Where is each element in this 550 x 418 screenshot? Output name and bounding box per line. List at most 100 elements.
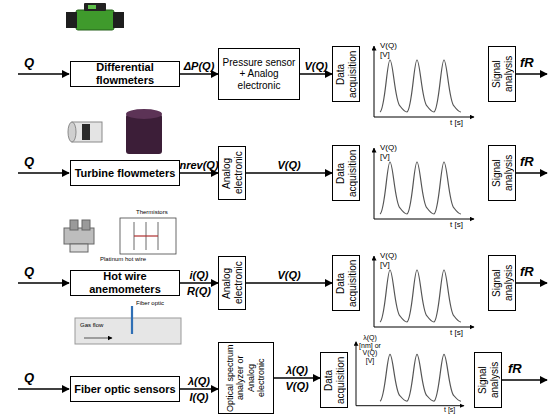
node-text: Analog electronic xyxy=(221,148,244,198)
output-arrows xyxy=(502,74,547,380)
signal-arrow xyxy=(180,73,218,75)
fiber-sketch xyxy=(75,306,181,344)
fiber-line xyxy=(131,306,133,334)
frequency-symbol: fR xyxy=(508,362,532,376)
axis-label: V(Q) [V] xyxy=(380,42,408,60)
signal-label: λ(Q) I(Q) xyxy=(183,373,215,405)
node-text: Turbine flowmeters xyxy=(75,167,176,180)
node-text: Differential flowmeters xyxy=(73,61,177,86)
part-name: Fiber optic xyxy=(136,300,180,307)
sensor-box: Differential flowmeters xyxy=(70,61,180,87)
axis-label: t [s] xyxy=(450,329,474,338)
acquisition-box: Data acquisition xyxy=(332,255,360,311)
plot-axis xyxy=(374,148,375,219)
input-arrow xyxy=(18,388,69,390)
axis-label: V(Q) [V] xyxy=(380,144,408,162)
wire-lines xyxy=(134,222,158,250)
node-text: Analog electronic xyxy=(221,258,244,308)
frequency-symbol: fR xyxy=(520,56,544,70)
part-name: Thermistors xyxy=(136,209,182,216)
signal-label: ΔP(Q) xyxy=(184,59,215,73)
node-text: Data acquisition xyxy=(335,48,358,100)
input-arrow xyxy=(18,73,69,75)
part-name: Gas flow xyxy=(80,322,116,329)
gas-pipe xyxy=(75,318,181,344)
node-text: Hot wire anemometers xyxy=(73,270,177,295)
anemometer-sketch xyxy=(64,218,176,254)
node-text: Signal analysis xyxy=(477,354,500,406)
signal-label: λ(Q) V(Q) xyxy=(281,362,313,394)
frequency-symbol: fR xyxy=(520,155,544,169)
signal-curve xyxy=(380,60,461,112)
node-text: Data acquisition xyxy=(323,354,346,406)
sensor-box: Turbine flowmeters xyxy=(70,160,180,186)
node-text: Signal analysis xyxy=(491,147,514,199)
plot-axis xyxy=(374,219,474,220)
probe-base xyxy=(70,244,88,252)
sensor-box: Hot wire anemometers xyxy=(70,270,180,296)
axis-label: t [s] xyxy=(444,406,468,414)
input-arrow xyxy=(18,172,69,174)
analysis-box: Signal analysis xyxy=(488,255,516,311)
signal-label: i(Q) R(Q) xyxy=(183,267,215,299)
frequency-symbol: fR xyxy=(520,265,544,279)
output-arrow xyxy=(516,73,547,75)
acquisition-box: Data acquisition xyxy=(320,352,348,408)
signal-arrow xyxy=(300,73,332,75)
meter-head xyxy=(84,3,106,11)
meter-port xyxy=(66,12,77,28)
acquisition-box: Data acquisition xyxy=(332,145,360,201)
probe-pin xyxy=(70,220,78,230)
signal-arrow xyxy=(246,282,332,284)
analysis-box: Signal analysis xyxy=(488,46,516,102)
signal-label: V(Q) xyxy=(277,268,300,282)
meter-led xyxy=(88,5,96,9)
signal-arrow xyxy=(180,388,218,390)
input-arrows xyxy=(18,74,69,389)
axis-label: V(Q) [V] xyxy=(380,252,408,270)
axis-label: t [s] xyxy=(450,119,474,128)
plot-axis xyxy=(374,327,474,328)
flowmeter-photo xyxy=(66,3,124,30)
axis-label: λ(Q) [nm] or V(Q) [V] xyxy=(359,334,381,365)
electronics-box: Optical spectrum analyzer or Analog elec… xyxy=(218,342,274,414)
signal-arrow xyxy=(246,172,332,174)
plot-axis xyxy=(374,117,474,118)
signal-arrow xyxy=(180,282,218,284)
flow-symbol: Q xyxy=(24,56,40,70)
output-arrow xyxy=(502,379,547,381)
turbine-dark xyxy=(126,114,162,154)
axis-label: t [s] xyxy=(450,221,474,230)
plot-axis xyxy=(374,256,375,327)
plot-axis xyxy=(374,46,375,117)
probe-pin xyxy=(82,220,90,230)
signal-curve xyxy=(380,354,461,401)
input-arrow xyxy=(18,282,69,284)
meter-port xyxy=(113,12,124,28)
node-text: Pressure sensor + Analog electronic xyxy=(221,57,297,92)
turbine-rotor xyxy=(82,124,90,140)
flow-symbol: Q xyxy=(24,265,40,279)
node-text: Optical spectrum analyzer or Analog elec… xyxy=(225,344,266,412)
part-name: Platinum hot wire xyxy=(100,256,164,263)
meter-body xyxy=(76,10,114,30)
electronics-box: Analog electronic xyxy=(218,146,246,200)
signal-curve xyxy=(380,270,461,322)
hot-wire xyxy=(134,235,158,236)
node-text: Signal analysis xyxy=(491,48,514,100)
acquisition-box: Data acquisition xyxy=(332,46,360,102)
signal-curve xyxy=(380,162,461,214)
flow-symbol: Q xyxy=(24,155,40,169)
turbine-photo xyxy=(68,109,162,154)
signal-label: V(Q) xyxy=(277,158,300,172)
turbine-top xyxy=(126,109,162,119)
node-text: Signal analysis xyxy=(491,257,514,309)
sensor-box: Fiber optic sensors xyxy=(70,376,180,402)
output-arrow xyxy=(516,282,547,284)
electronics-box: Pressure sensor + Analog electronic xyxy=(218,48,300,100)
signal-arrow xyxy=(274,377,320,379)
node-text: Data acquisition xyxy=(335,147,358,199)
signal-arrow xyxy=(180,172,218,174)
